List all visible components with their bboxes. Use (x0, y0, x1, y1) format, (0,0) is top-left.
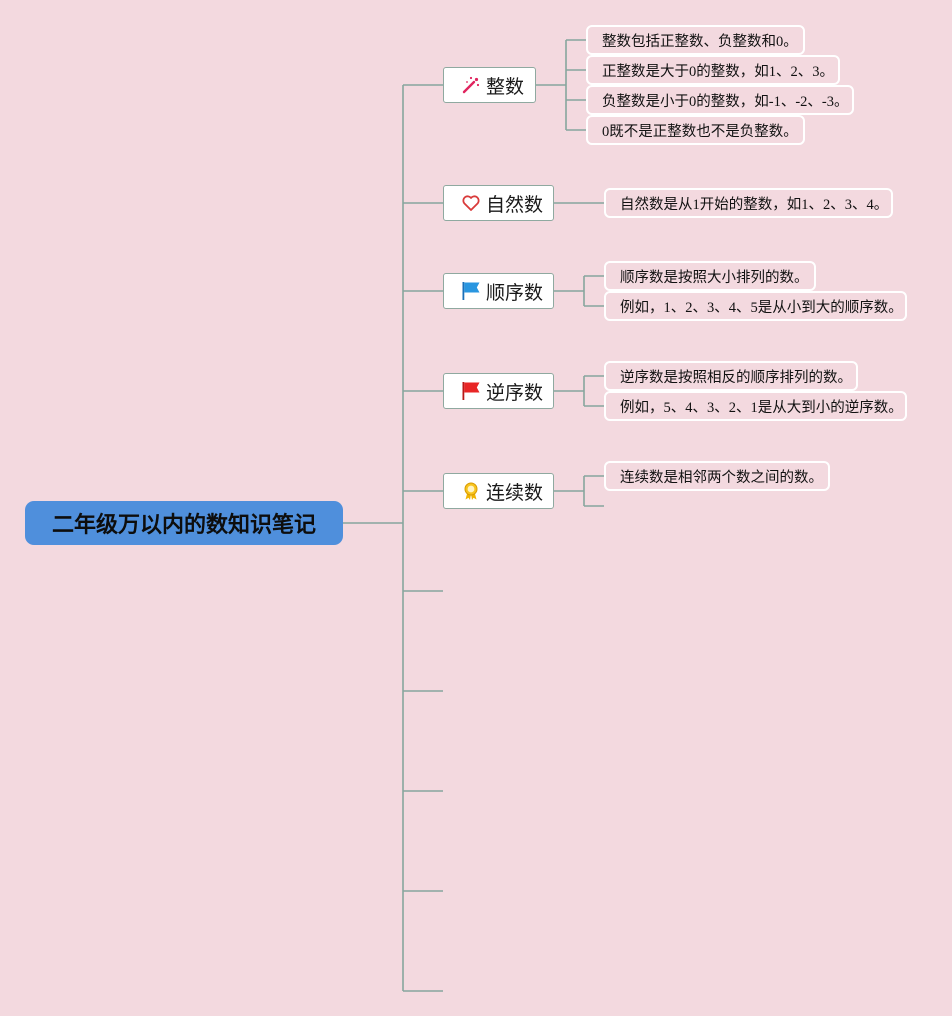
note-reverse-order-number-1[interactable]: 逆序数是按照相反的顺序排列的数。 (604, 361, 858, 391)
note-text: 0既不是正整数也不是负整数。 (602, 123, 798, 140)
heart-icon (461, 193, 481, 213)
topic-ordinal-number[interactable]: 顺序数 (443, 273, 554, 309)
topic-label: 整数 (486, 75, 525, 98)
note-text: 整数包括正整数、负整数和0。 (602, 33, 798, 50)
blue-flag-icon (461, 281, 481, 301)
topic-label: 连续数 (486, 481, 544, 504)
note-reverse-order-number-2[interactable]: 例如，5、4、3、2、1是从大到小的逆序数。 (604, 391, 907, 421)
topic-natural-number[interactable]: 自然数 (443, 185, 554, 221)
note-text: 正整数是大于0的整数，如1、2、3。 (602, 63, 834, 80)
topic-integer[interactable]: 整数 (443, 67, 536, 103)
root-title: 二年级万以内的数知识笔记 (51, 513, 316, 538)
root-topic[interactable]: 二年级万以内的数知识笔记 (25, 501, 343, 545)
magic-wand-icon (461, 75, 481, 95)
note-text: 顺序数是按照大小排列的数。 (620, 269, 809, 286)
note-text: 负整数是小于0的整数，如-1、-2、-3。 (602, 93, 849, 110)
topic-reverse-order-number[interactable]: 逆序数 (443, 373, 554, 409)
note-integer-2[interactable]: 正整数是大于0的整数，如1、2、3。 (586, 55, 840, 85)
note-ordinal-number-2[interactable]: 例如，1、2、3、4、5是从小到大的顺序数。 (604, 291, 907, 321)
note-integer-3[interactable]: 负整数是小于0的整数，如-1、-2、-3。 (586, 85, 854, 115)
note-text: 连续数是相邻两个数之间的数。 (620, 469, 823, 486)
note-text: 例如，5、4、3、2、1是从大到小的逆序数。 (620, 399, 903, 416)
topic-label: 顺序数 (486, 281, 544, 304)
note-natural-number-1[interactable]: 自然数是从1开始的整数，如1、2、3、4。 (604, 188, 893, 218)
topic-consecutive-number[interactable]: 连续数 (443, 473, 554, 509)
note-integer-4[interactable]: 0既不是正整数也不是负整数。 (586, 115, 805, 145)
note-ordinal-number-1[interactable]: 顺序数是按照大小排列的数。 (604, 261, 816, 291)
topic-label: 自然数 (486, 193, 544, 216)
award-ribbon-icon (461, 481, 481, 501)
topic-label: 逆序数 (486, 381, 544, 404)
note-consecutive-number-1[interactable]: 连续数是相邻两个数之间的数。 (604, 461, 830, 491)
note-text: 自然数是从1开始的整数，如1、2、3、4。 (620, 196, 889, 213)
red-flag-icon (461, 381, 481, 401)
note-integer-1[interactable]: 整数包括正整数、负整数和0。 (586, 25, 805, 55)
note-text: 例如，1、2、3、4、5是从小到大的顺序数。 (620, 299, 903, 316)
note-text: 逆序数是按照相反的顺序排列的数。 (620, 369, 852, 386)
